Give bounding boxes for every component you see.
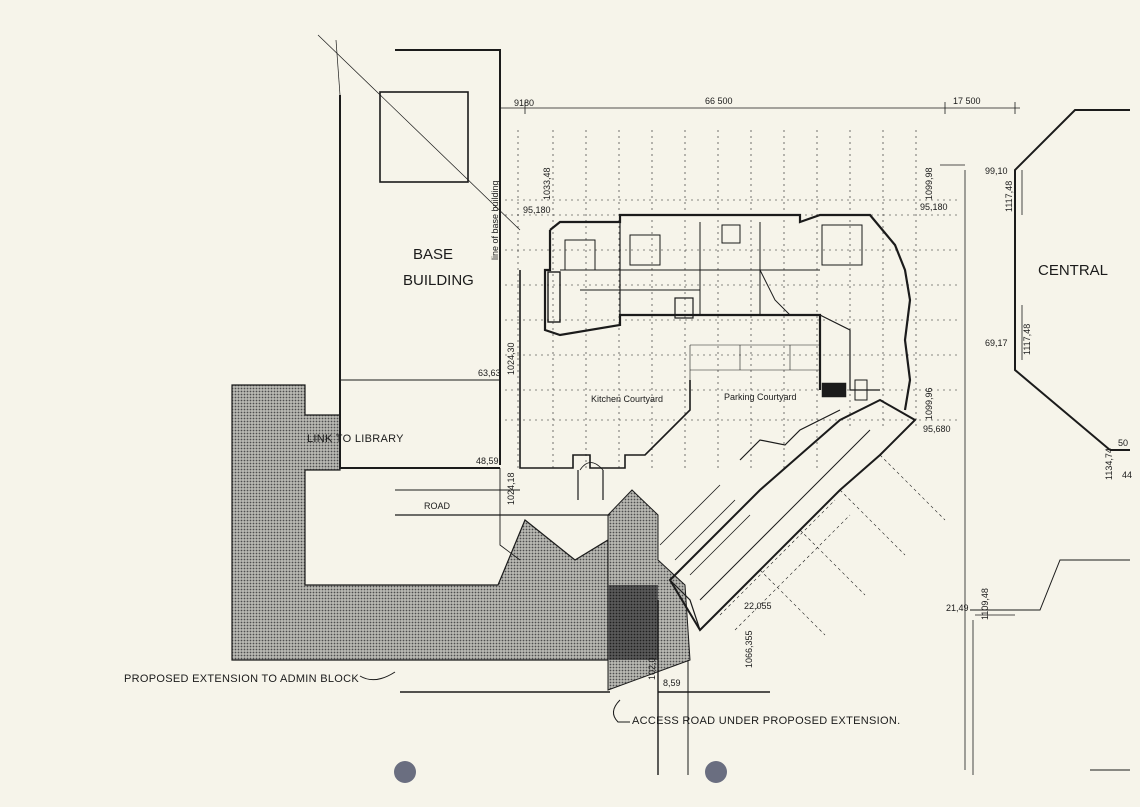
dim-1024-30: 1024,30 [506, 342, 516, 375]
proposed-extension-label: PROPOSED EXTENSION TO ADMIN BLOCK [124, 673, 359, 685]
dim-1117-48-top: 1117,48 [1004, 181, 1014, 212]
extension-overlap-hatch [608, 585, 658, 660]
dim-50: 50 [1118, 438, 1128, 448]
dim-69-17: 69,17 [985, 338, 1008, 348]
kitchen-courtyard-label: Kitchen Courtyard [591, 394, 663, 404]
line-of-base-building-label: line of base building [490, 180, 500, 260]
dim-8-59: 8,59 [663, 678, 681, 688]
paper [10, 10, 1130, 800]
dim-48-59: 48,59 [476, 456, 499, 466]
dim-1117-48-bottom: 1117,48 [1022, 324, 1032, 355]
dim-21-49: 21,49 [946, 603, 969, 613]
dim-1033-48: 1033,48 [542, 167, 552, 200]
access-road-lines [359, 600, 1130, 775]
dim-1109-48: 1109,48 [980, 588, 990, 620]
road-label: ROAD [424, 501, 451, 511]
dim-44: 44 [1122, 470, 1132, 480]
dim-1024-18: 1024,18 [506, 472, 516, 505]
courtyards [395, 270, 691, 561]
structural-grid [505, 130, 960, 470]
dimension-lines [500, 102, 1023, 775]
dim-1099-96: 1099,96 [924, 387, 934, 420]
central-building-label: CENTRAL [1038, 262, 1108, 279]
parking-courtyard-label: Parking Courtyard [724, 392, 797, 402]
dim-1066-355: 1066,355 [744, 630, 754, 668]
dim-66500: 66 500 [705, 96, 733, 106]
dim-63-63: 63,63 [478, 368, 501, 378]
dim-95-180-right: 95,180 [920, 202, 948, 212]
punch-hole-left [394, 761, 416, 783]
dim-99-10: 99,10 [985, 166, 1008, 176]
base-building [317, 34, 521, 469]
access-road-label: ACCESS ROAD UNDER PROPOSED EXTENSION. [632, 715, 900, 727]
school-building-plan [543, 213, 912, 411]
diagonal-wing [659, 398, 946, 636]
dim-17500: 17 500 [953, 96, 981, 106]
dim-102-0: 102,0 [647, 657, 657, 680]
dim-1134-74: 1134,74 [1104, 448, 1114, 480]
base-building-label-line1: BASE [413, 246, 453, 263]
dim-95-680: 95,680 [923, 424, 951, 434]
dim-1099-98: 1099,98 [924, 167, 934, 200]
punch-hole-right [705, 761, 727, 783]
dim-95-180-left: 95,180 [523, 205, 551, 215]
central-building [970, 109, 1130, 611]
dim-9180: 9180 [514, 98, 534, 108]
link-to-library-label: LINK TO LIBRARY [307, 433, 404, 445]
base-building-label-line2: BUILDING [403, 272, 474, 289]
dim-22-055: 22,055 [744, 601, 772, 611]
